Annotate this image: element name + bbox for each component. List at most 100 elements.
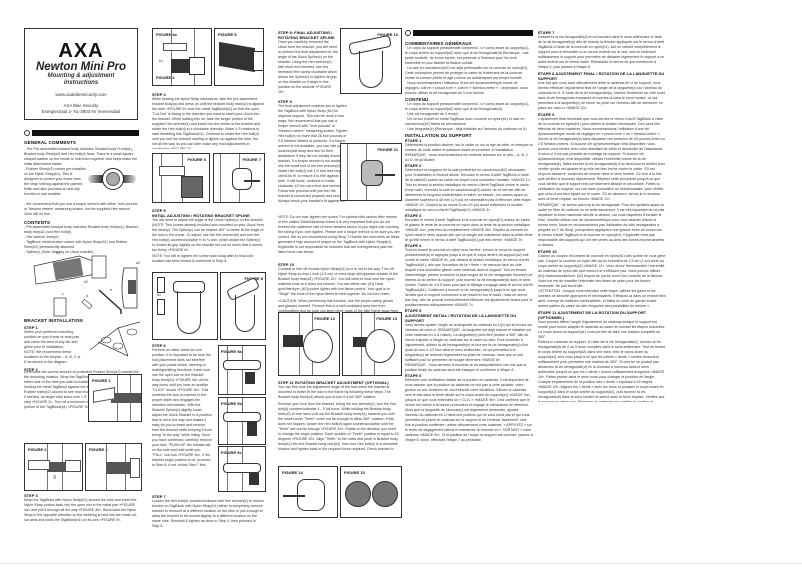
- figure-15: FIGURE 15: [340, 466, 402, 518]
- rubber-shim-illustration: [86, 168, 138, 190]
- en-step11-text-b: Remove your lock from the bracket. Using…: [278, 402, 399, 451]
- en-step5-text: You will need to adjust the angle of the…: [152, 218, 264, 252]
- figure-9a: FIGURE 9a: [218, 345, 266, 395]
- fr-column-2: ÉTAPE 7 Desserrez la vis hexagonale(d) e…: [538, 30, 666, 402]
- en-step7-text: Loosen the Hex bolt(d) counterclockwise …: [152, 499, 264, 528]
- fr-etape5-note: REMARQUE : Vous serrerez à nouveau la vi…: [405, 363, 527, 372]
- fr-language-bar: [405, 30, 533, 36]
- label-a2: a2: [136, 261, 140, 265]
- en-step4-title: STEP 4: [152, 92, 166, 97]
- figure-9b-label: FIGURE 9b: [221, 401, 242, 406]
- fr-etape1-title: ÉTAPE 1: [405, 138, 422, 143]
- bike-frame-diagram: [88, 320, 141, 360]
- label-a1-fig8: a1: [157, 293, 161, 297]
- fr-etape9-title: ÉTAPE 9: [538, 112, 555, 117]
- figure-7: FIGURE 7: [213, 153, 265, 203]
- en-step3-title: STEP 3: [24, 493, 38, 498]
- en-step8-title: STEP 8: FINAL ADJUSTING / ROTATING BRACK…: [278, 30, 335, 40]
- en-language-bar: [24, 130, 139, 136]
- label-b1-fig4: b1: [159, 59, 163, 63]
- en-step6-title: STEP 6: [152, 343, 166, 348]
- figure-2-label: FIGURE 2: [28, 447, 47, 452]
- uk-flag-icon: [24, 130, 30, 136]
- en-step5-heading: INITIAL ADJUSTING / ROTATING BRACKET SPL…: [152, 213, 250, 218]
- en-step6-text: Perform an initial check for lock positi…: [152, 348, 212, 466]
- en-step10-section: STEP 10 Conceal or trim off excess Nylon…: [278, 262, 400, 319]
- en-step7-section: STEP 7 Loosen the Hex bolt(d) counterclo…: [152, 494, 264, 529]
- en-step5-section: STEP 5 INITIAL ADJUSTING / ROTATING BRAC…: [152, 208, 264, 264]
- en-step3-text: Wrap the TagBlock with Nylon Strap(b1) a…: [24, 498, 138, 522]
- figure-12-label: FIGURE 12: [314, 316, 335, 321]
- label-d: d: [86, 294, 88, 298]
- en-contents-heading: CONTENTS: [24, 220, 51, 225]
- figure-15-label: FIGURE 15: [344, 470, 365, 475]
- en-general-1: - The Pre-assembled bracket body include…: [24, 147, 138, 166]
- fr-etape8-text: Une fois que vous avez délicatement reti…: [538, 81, 665, 110]
- fr-contents-2: · Une clé hexagonale de 3 mm(e): [405, 112, 459, 116]
- figure-3: FIGURE 3: [85, 443, 142, 491]
- fr-etape5-heading: AJUSTEMENT INITIAL / ROTATION DE LA LANG…: [405, 313, 517, 323]
- cover-subtitle: Mounting & adjustment instructions: [47, 73, 115, 86]
- parts-diagram: b1 b2 a2 c d e: [24, 248, 140, 318]
- en-step9-title: STEP 9: [278, 99, 292, 104]
- fr-etape9-note: REMARQUE : ne serrez pas trop la vis hex…: [538, 203, 665, 247]
- figure-8-lock: a1: [152, 272, 218, 340]
- fr-etape7-title: ÉTAPE 7: [538, 30, 555, 35]
- en-step11-section: STEP 11 ROTATING BRACKET ADJUSTMENT (OPT…: [278, 380, 400, 452]
- en-install-heading: BRACKET INSTALLATION: [24, 318, 83, 323]
- fr-contents-3: · Un verrou d'arrêt en métal TagBlock av…: [405, 117, 525, 126]
- label-e: e: [110, 288, 112, 292]
- en-general-section: GENERAL COMMENTS - The Pre-assembled bra…: [24, 140, 139, 197]
- en-step9-text: The final adjustment requires you to tig…: [278, 104, 348, 203]
- figure-5: FIGURE 5: [214, 28, 264, 86]
- en-step9-section: STEP 9 The final adjustment requires you…: [278, 99, 400, 204]
- company-address: Energiestraat 2- NL-3903 AV Veenendaal: [41, 109, 121, 114]
- en-step9-note: NOTE: Do not over-tighten hex screw. For…: [278, 215, 400, 254]
- en-contents-1: - Pre-assembled bracket body includes: B…: [24, 225, 138, 234]
- figure-8: FIGURE 8: [220, 272, 266, 340]
- figure-4a-label: FIGURE 4a: [156, 32, 177, 37]
- fr-etape2-text: Déterminez la longueur de la cale protec…: [405, 168, 532, 212]
- fr-etape11-title: ÉTAPE 11 AJUSTEMENT DE LA ROTATION DU SU…: [538, 310, 647, 320]
- fr-etape11-text: Vous pouvez affiner l'angle d'ajustement…: [538, 320, 666, 339]
- fr-etape6-title: ÉTAPE 6: [405, 373, 422, 378]
- website-link[interactable]: www.axabikesecurity.com: [55, 92, 107, 97]
- fr-etape1-note: REMARQUE : nous recommandons les endroit…: [405, 153, 529, 162]
- en-step11-title: STEP 11 ROTATING BRACKET ADJUSTMENT (OPT…: [278, 380, 389, 385]
- company-name: AXA Bike Security: [63, 103, 99, 108]
- en-step2-title: STEP 2: [24, 367, 38, 372]
- figure-7-label: FIGURE 7: [242, 157, 261, 162]
- en-general-cont: - We recommend that you use a torque wre…: [24, 202, 139, 255]
- brand-logo: AXA: [58, 40, 104, 62]
- figure-12: FIGURE 12: [278, 312, 340, 376]
- figure-3-label: FIGURE 3: [89, 447, 108, 452]
- en-general-2: - Rubber Shim(b2) comes pre-installed on…: [24, 167, 86, 196]
- figure-6-label: FIGURE 6: [187, 157, 206, 162]
- fr-general-1: · Le corps du support préassemblé compre…: [405, 46, 530, 65]
- label-b1: b1: [56, 251, 60, 255]
- fr-etape6-text: Effectuez une vérification initiale de l…: [405, 378, 533, 442]
- fr-general-2: · La cale en caoutchouc(b2) est déjà pré…: [405, 66, 529, 80]
- en-step2-text: Determine the correct amount of protecti…: [24, 370, 139, 409]
- figure-4b-label: FIGURE 4: [156, 75, 175, 80]
- en-step10-title: STEP 10: [278, 262, 294, 267]
- en-step4-section: STEP 4 While holding the Nylon Strap bac…: [152, 92, 264, 149]
- cover-box: AXA Newton Mini Pro Mounting & adjustmen…: [24, 28, 138, 120]
- fr-etape2-title: ÉTAPE 2: [405, 163, 422, 168]
- en-general-3: - We recommend that you use a torque wre…: [24, 202, 138, 216]
- en-step3-section: STEP 3 Wrap the TagBlock with Nylon Stra…: [24, 493, 139, 528]
- en-step11-text: You can fine tune the adjustment angle o…: [278, 385, 391, 399]
- figure-13-label: FIGURE 13: [376, 316, 397, 321]
- en-step1-note: NOTE: We recommend these locations on th…: [24, 350, 81, 364]
- en-step10-text: Conceal or trim off excess Nylon Strap(b…: [278, 267, 399, 296]
- en-step4-text: While holding the Nylon Strap backwards,…: [152, 97, 264, 149]
- en-step5-title: STEP 5: [152, 208, 166, 213]
- product-title: Newton Mini Pro: [35, 61, 127, 73]
- fr-etape7-text: Desserrez la vis hexagonale(d) en la tou…: [538, 35, 665, 69]
- figure-6: FIGURE 6: [152, 153, 210, 203]
- figure-9c-label: FIGURE 9c: [221, 450, 242, 455]
- en-step1-text: Select your preferred mounting position …: [24, 330, 80, 349]
- fr-etape5-text: Vous devrez ajuster l'angle de la langue…: [405, 323, 533, 362]
- en-contents-4: - Spline(c) (Note: Already on Ulock shac…: [24, 250, 94, 254]
- page-footer-line: [0, 563, 802, 564]
